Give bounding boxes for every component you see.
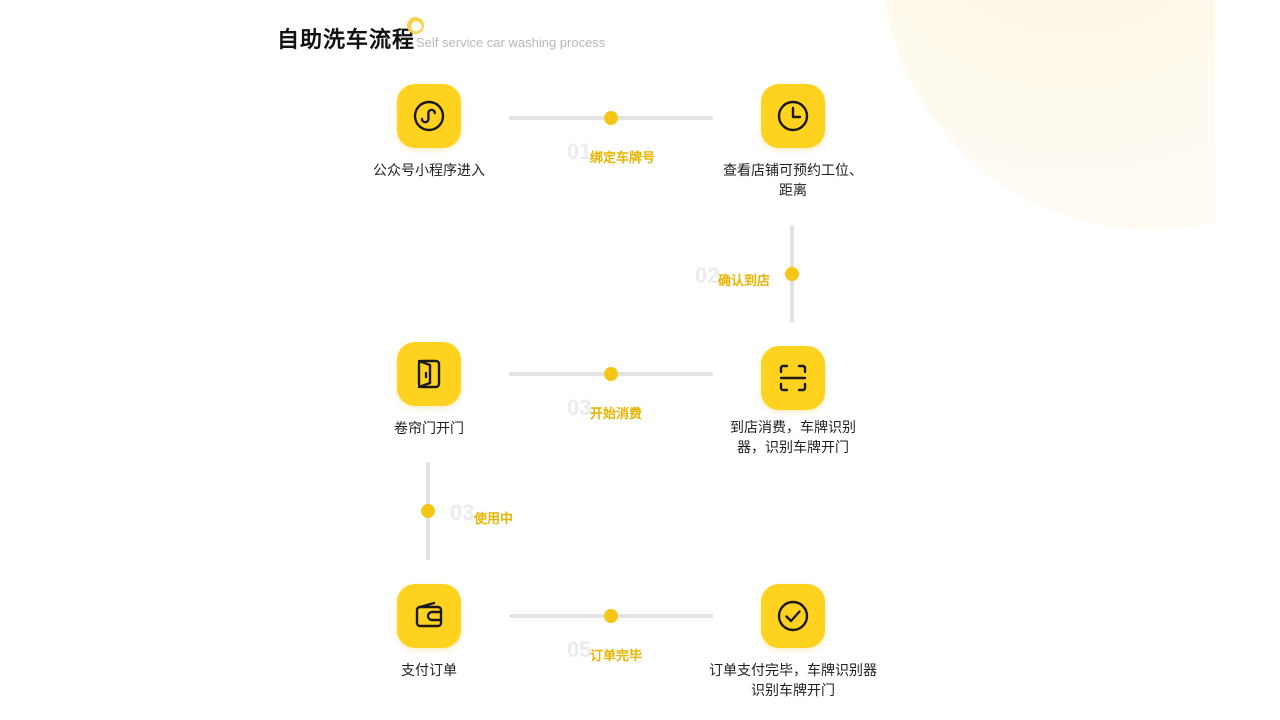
step-node-label: 查看店铺可预约工位、距离 — [723, 163, 863, 199]
step-node-label: 到店消费，车牌识别器，识别车牌开门 — [730, 420, 856, 456]
step-number: 03 — [567, 395, 592, 420]
step-node-label: 支付订单 — [401, 663, 457, 679]
step-node-label: 卷帘门开门 — [394, 421, 464, 437]
step-caption: 订单完毕 — [590, 649, 643, 664]
wallet-icon — [397, 584, 461, 648]
connector-dot — [785, 267, 799, 281]
decorative-circle — [882, 0, 1215, 230]
process-canvas: 自助洗车流程 Self service car washing process … — [72, 0, 1215, 720]
connector-dot — [604, 609, 618, 623]
connector-dot — [604, 367, 618, 381]
scan-icon — [761, 346, 825, 410]
step-number: 02 — [695, 263, 720, 288]
page-title: 自助洗车流程 — [277, 28, 416, 53]
clock-icon — [761, 84, 825, 148]
step-caption: 确认到店 — [718, 274, 771, 289]
step-node-label: 公众号小程序进入 — [373, 163, 485, 179]
check-circle-icon — [761, 584, 825, 648]
step-number: 05 — [567, 637, 592, 662]
title-accent-dot — [407, 17, 424, 34]
door-icon — [397, 342, 461, 406]
step-number: 03 — [450, 500, 475, 525]
mini-program-icon — [397, 84, 461, 148]
step-caption: 绑定车牌号 — [590, 151, 656, 166]
step-caption: 开始消费 — [590, 407, 643, 422]
connector-dot — [604, 111, 618, 125]
step-caption: 使用中 — [474, 512, 514, 527]
connector-dot — [421, 504, 435, 518]
step-number: 01 — [567, 139, 592, 164]
page-subtitle: Self service car washing process — [416, 35, 606, 50]
step-node-label: 订单支付完毕，车牌识别器识别车牌开门 — [709, 663, 877, 699]
